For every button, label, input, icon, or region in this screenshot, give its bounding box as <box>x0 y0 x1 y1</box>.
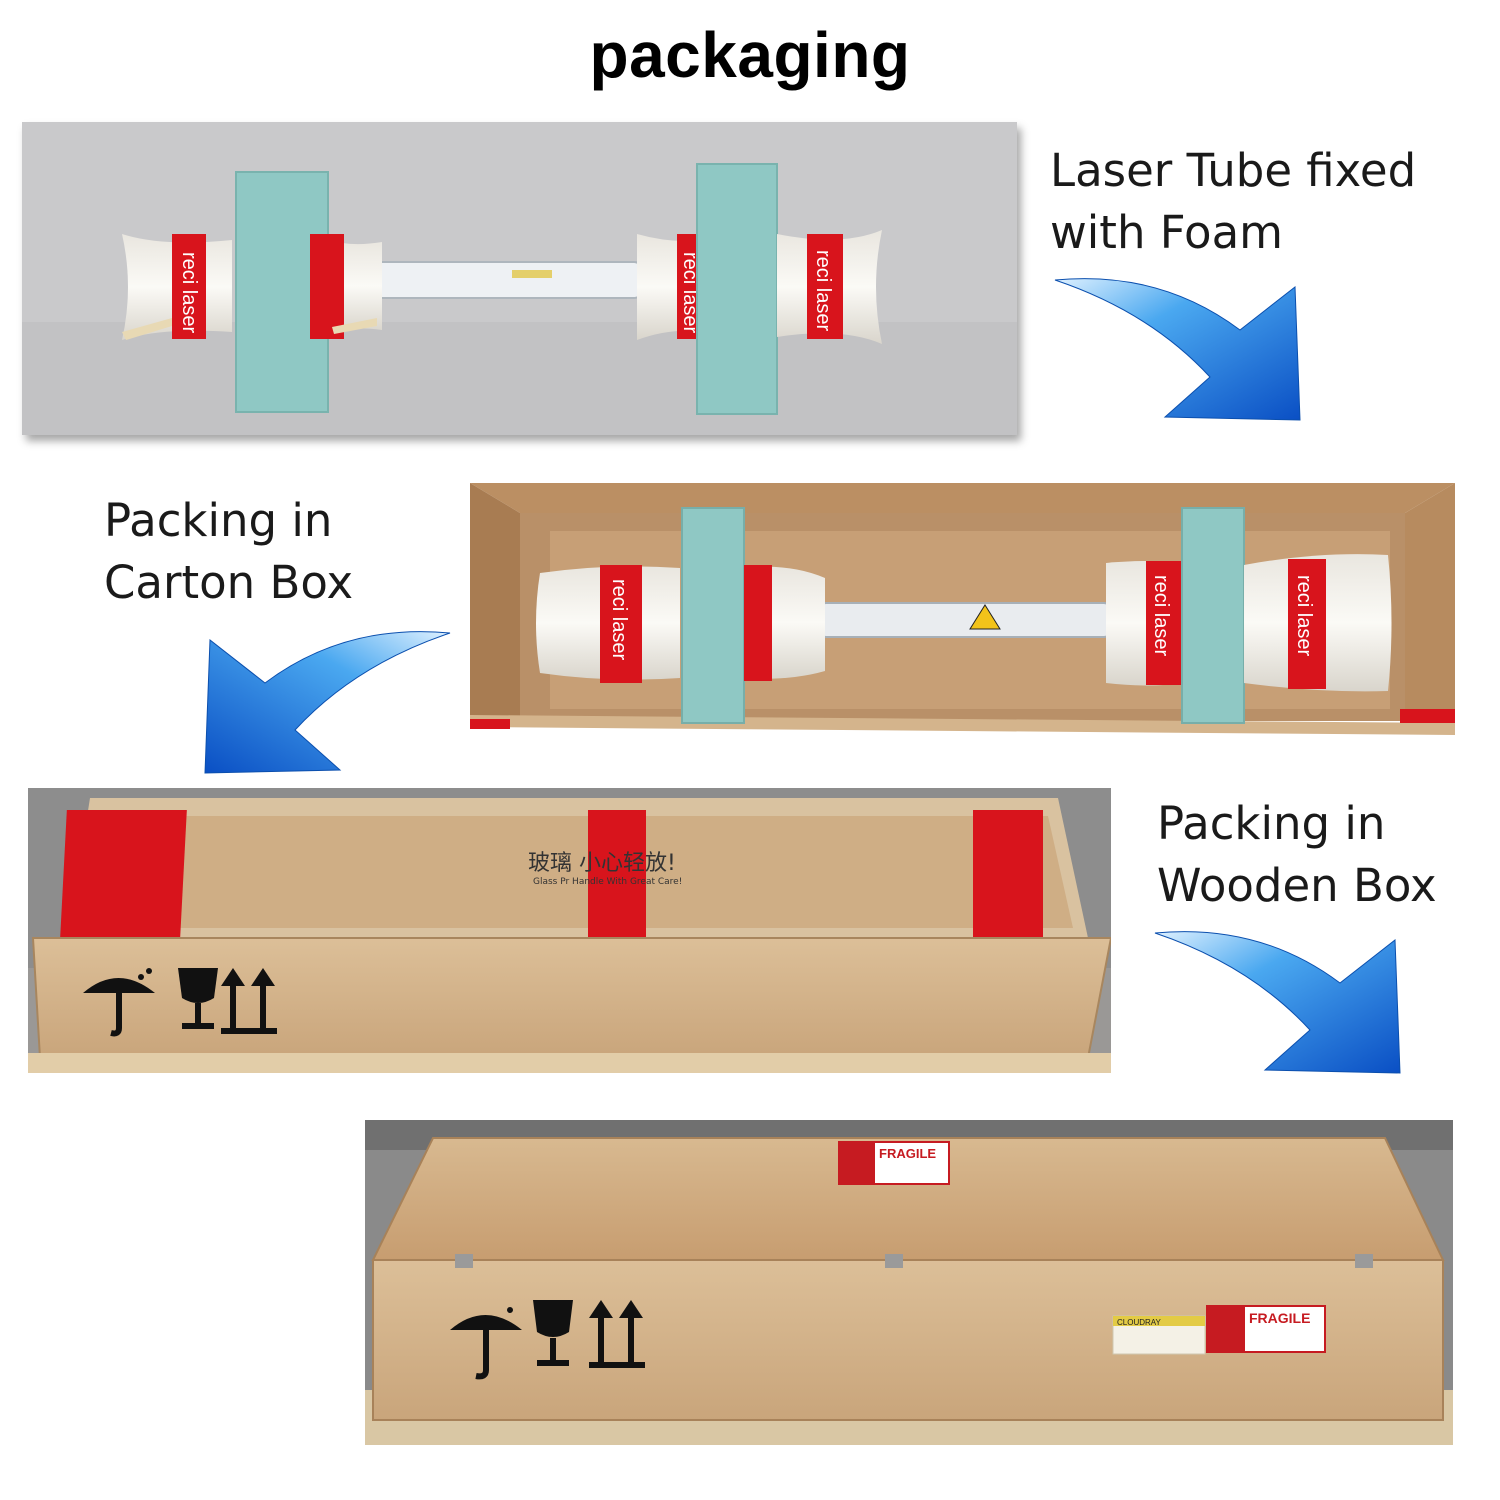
tape-text: reci laser <box>812 250 834 331</box>
this-way-up-icon <box>221 968 277 1034</box>
caption-line: Packing in <box>104 494 333 547</box>
tape-text: reci laser <box>1293 575 1315 656</box>
tape-text: reci laser <box>679 252 701 333</box>
page-title: packaging <box>589 19 911 91</box>
curved-arrow-icon <box>1154 931 1401 1074</box>
caption-line: Laser Tube fixed <box>1050 144 1417 197</box>
brand-label: CLOUDRAY <box>1112 1315 1206 1355</box>
caption-step-3: Packing in Wooden Box <box>1157 793 1437 917</box>
fragile-label-lid: FRAGILE <box>838 1141 950 1185</box>
tape-text: reci laser <box>1150 575 1172 656</box>
caption-line: Wooden Box <box>1157 859 1437 912</box>
carton-chinese-text: 玻璃 小心轻放! <box>528 851 676 876</box>
this-way-up-icon <box>589 1300 645 1368</box>
caption-step-2: Packing in Carton Box <box>104 490 353 614</box>
umbrella-icon <box>83 968 155 1037</box>
tape-text: reci laser <box>178 252 200 333</box>
curved-arrow-icon <box>1054 278 1301 421</box>
photo-carton-in-wooden-box: 玻璃 小心轻放! Glass Pr Handle With Great Care… <box>28 788 1111 1073</box>
caption-line: Carton Box <box>104 556 354 609</box>
umbrella-icon <box>450 1307 522 1380</box>
photo-carton-box: reci laser reci laser reci laser <box>470 483 1455 735</box>
fragile-label-front: FRAGILE <box>1206 1305 1326 1353</box>
brand-text: CLOUDRAY <box>1117 1318 1162 1327</box>
tape-text: reci laser <box>608 579 630 660</box>
fragile-glass-icon <box>533 1300 573 1366</box>
curved-arrow-icon <box>204 631 451 774</box>
caption-step-1: Laser Tube fixed with Foam <box>1050 140 1416 264</box>
fragile-text: FRAGILE <box>1249 1310 1310 1326</box>
photo-tube-with-foam: reci laser reci laser reci laser <box>22 122 1017 435</box>
caption-line: Packing in <box>1157 797 1386 850</box>
photo-closed-wooden-box: FRAGILE CLOUDRAY FRAGILE <box>365 1120 1453 1445</box>
fragile-text: FRAGILE <box>879 1146 936 1161</box>
fragile-glass-icon <box>178 968 218 1029</box>
caption-line: with Foam <box>1050 206 1283 259</box>
carton-english-text: Glass Pr Handle With Great Care! <box>533 877 682 887</box>
